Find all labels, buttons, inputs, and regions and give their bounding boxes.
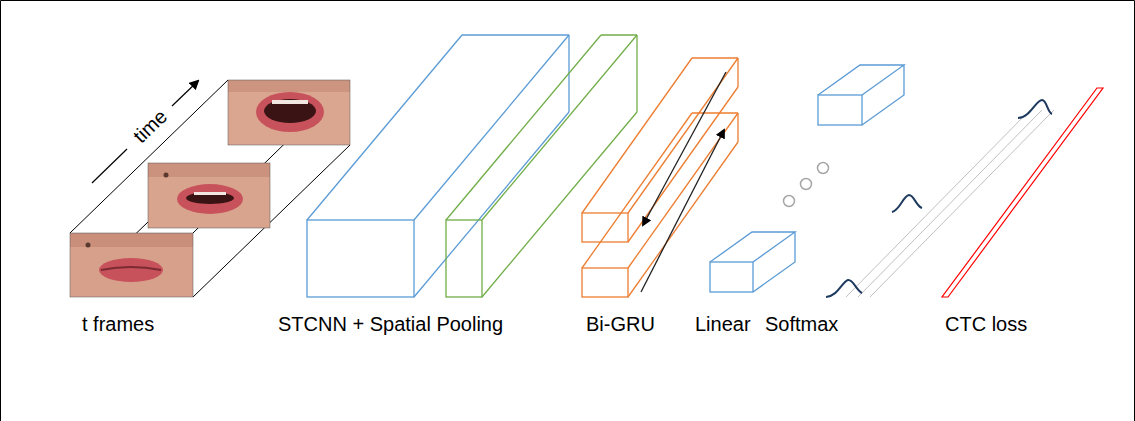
frame-stack-lines bbox=[70, 80, 350, 297]
ctc-loss-plane bbox=[942, 88, 1103, 297]
stage-label: STCNN + Spatial Pooling bbox=[278, 312, 503, 336]
video-frame bbox=[70, 233, 193, 297]
stcnn-block bbox=[307, 35, 569, 297]
softmax-lines bbox=[846, 110, 1054, 297]
stage-label: Bi-GRU bbox=[586, 312, 655, 336]
video-frame bbox=[228, 80, 350, 145]
forward-arrow bbox=[641, 130, 724, 292]
stage-label: t frames bbox=[82, 312, 154, 336]
time-arrow bbox=[172, 81, 198, 106]
bigru-block bbox=[582, 58, 738, 297]
softmax-curves bbox=[826, 100, 1052, 297]
time-line bbox=[92, 149, 127, 183]
ellipsis-dots bbox=[784, 163, 829, 207]
linear-cube bbox=[710, 65, 904, 292]
stage-label: Softmax bbox=[765, 312, 838, 336]
stage-label: Linear bbox=[695, 312, 751, 336]
backward-arrow bbox=[643, 72, 726, 225]
stage-label: CTC loss bbox=[945, 312, 1027, 336]
video-frame bbox=[148, 163, 270, 228]
pooling-block bbox=[446, 35, 637, 297]
